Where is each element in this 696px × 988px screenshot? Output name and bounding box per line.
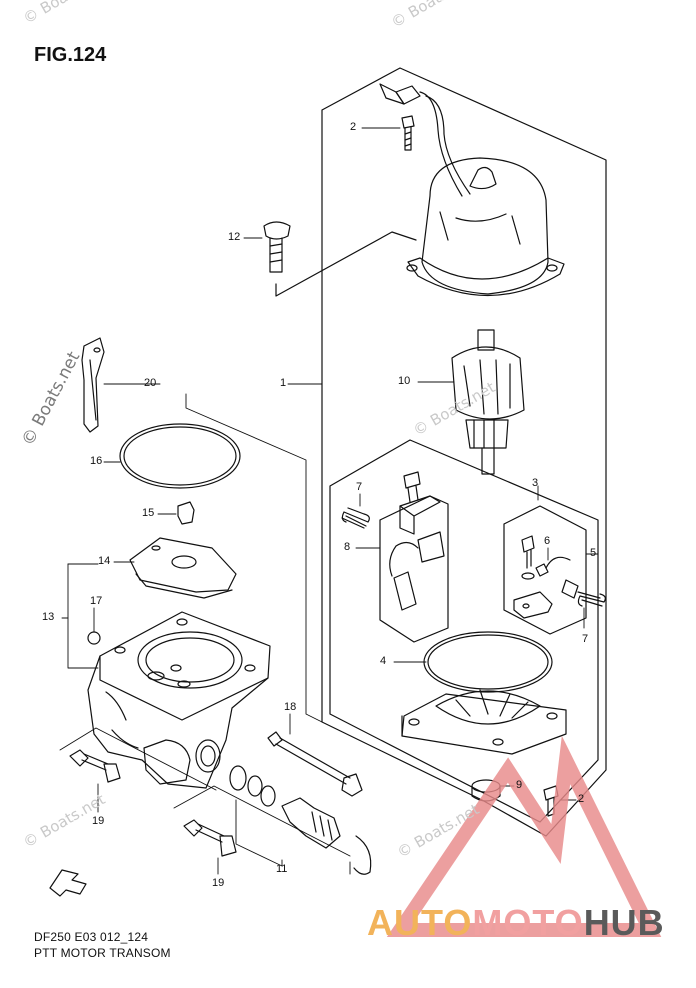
spring-7-upper-part: [341, 507, 370, 529]
bolt-18-part: [267, 731, 363, 797]
callout-1: 1: [280, 377, 287, 389]
end-cap-part: [401, 689, 567, 755]
brush-holder-8-part: [379, 471, 449, 643]
callout-3: 3: [532, 477, 539, 489]
o-ring-17-part: [87, 631, 101, 645]
manifold-body-part: [87, 611, 271, 789]
bolt-19-lower-part: [183, 819, 237, 857]
clip-20-part: [81, 337, 105, 433]
callout-16: 16: [90, 455, 103, 467]
callout-19-lower: 19: [212, 877, 225, 889]
brand-auto-text: AUTO: [367, 902, 473, 943]
callout-7-upper: 7: [356, 481, 363, 493]
plug-15-part: [177, 501, 195, 525]
callout-19-upper: 19: [92, 815, 105, 827]
plate-13-part: [129, 537, 237, 599]
callout-4: 4: [380, 655, 387, 667]
callout-20: 20: [144, 377, 157, 389]
bolt-11-part: [263, 221, 417, 297]
cable-part: [379, 83, 471, 197]
o-ring-4-part: [423, 631, 553, 693]
brush-holder-5-part: [503, 505, 587, 635]
triangle-logo-icon: [386, 735, 662, 937]
figure-code: DF250 E03 012_124: [34, 930, 149, 944]
brand-moto-text: MOTO: [472, 902, 584, 943]
assembly-outline-1: [321, 67, 607, 837]
callout-18: 18: [284, 701, 297, 713]
callout-11: 12: [228, 231, 241, 243]
callout-12: 13: [42, 611, 55, 623]
brand-hub-text: HUB: [583, 902, 665, 943]
callout-9: 9: [516, 779, 523, 791]
callout-17: 17: [90, 595, 103, 607]
callout-7-lower: 7: [582, 633, 589, 645]
o-ring-16-part: [119, 423, 241, 489]
callout-5: 5: [590, 547, 597, 559]
callout-2-top: 2: [350, 121, 357, 133]
valve-14-part: [229, 765, 372, 875]
bolt-19-upper-part: [69, 749, 121, 783]
motor-housing-part: [406, 157, 565, 297]
figure-title: FIG.124: [34, 44, 107, 66]
brand-logo: AUTOMOTOHUB: [367, 902, 665, 944]
spring-7-lower-part: [577, 591, 606, 607]
screw-2-top-part: [401, 115, 415, 151]
fwd-arrow-icon: [49, 869, 87, 897]
callout-6: 6: [544, 535, 551, 547]
assembly-outline-3: [329, 439, 599, 823]
callout-15: 15: [142, 507, 155, 519]
callout-10: 10: [398, 375, 411, 387]
callout-2-bottom: 2: [578, 793, 585, 805]
figure-caption: PTT MOTOR TRANSOM: [34, 946, 171, 960]
callout-14: 11: [276, 863, 288, 875]
callout-13: 14: [98, 555, 111, 567]
callout-8: 8: [344, 541, 351, 553]
armature-part: [451, 329, 525, 475]
leader-lines: [59, 127, 599, 875]
